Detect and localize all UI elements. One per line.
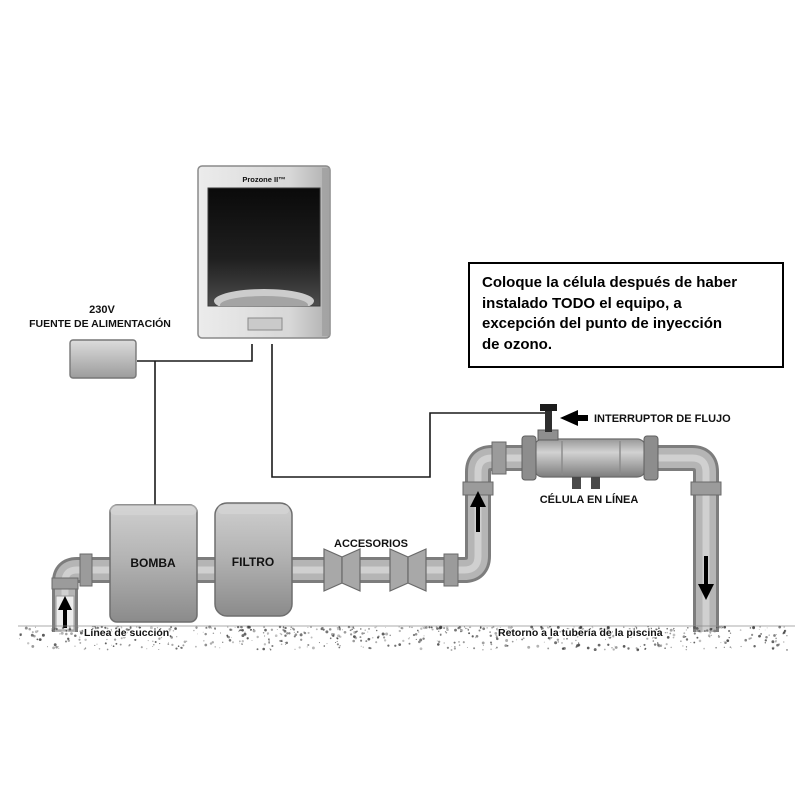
collar-suction xyxy=(51,577,79,590)
collar-right-riser xyxy=(690,481,722,496)
collar-before-riser xyxy=(443,553,459,587)
control-unit: Prozone II™ xyxy=(197,165,331,339)
callout-line-4: de ozono. xyxy=(482,336,552,354)
flow-switch-label: INTERRUPTOR DE FLUJO xyxy=(594,413,731,425)
power-voltage-label: 230V xyxy=(89,304,115,316)
suction-line-label: Línea de succión xyxy=(84,627,169,639)
return-line-label: Retorno a la tubería de la piscina xyxy=(498,627,663,639)
cell-terminal-2 xyxy=(591,477,600,489)
filter-label: FILTRO xyxy=(232,555,274,569)
callout-line-3: excepción del punto de inyección xyxy=(482,315,723,333)
wire-unit-to-flow-switch xyxy=(271,344,547,478)
flow-switch-stem xyxy=(545,409,552,432)
filter-box: FILTRO xyxy=(214,502,293,617)
suction-arrow-up-icon xyxy=(58,596,72,610)
device-brand-label: Prozone II™ xyxy=(242,175,285,184)
pointer-arrow-left-icon xyxy=(560,410,578,426)
cell-end-cap-left xyxy=(521,435,537,481)
union-1-right xyxy=(341,548,361,592)
collar-left-elbow xyxy=(79,553,93,587)
riser-arrow-up-icon xyxy=(470,491,486,507)
power-supply-box: 230V FUENTE DE ALIMENTACIÓN xyxy=(29,304,171,379)
union-2-left xyxy=(389,548,409,592)
cell-label: CÉLULA EN LÍNEA xyxy=(540,493,639,506)
accessories-label: ACCESORIOS xyxy=(334,538,408,550)
union-2-right xyxy=(407,548,427,592)
union-1-left xyxy=(323,548,343,592)
inline-cell xyxy=(521,435,659,489)
cell-terminal-1 xyxy=(572,477,581,489)
cell-end-cap-right xyxy=(643,435,659,481)
return-arrow-down-icon xyxy=(698,584,714,600)
instruction-callout: Coloque la célula después de haber insta… xyxy=(468,262,784,368)
flow-arrows xyxy=(470,491,714,600)
accessory-fittings xyxy=(323,548,427,592)
flow-switch-cap xyxy=(540,404,557,411)
flow-switch xyxy=(537,404,559,441)
suction-stub xyxy=(55,595,75,631)
power-supply-label: FUENTE DE ALIMENTACIÓN xyxy=(29,317,171,330)
flow-switch-pointer xyxy=(560,410,588,426)
ground-texture xyxy=(18,625,788,652)
pipe-collars xyxy=(51,441,722,590)
control-unit-screen xyxy=(207,187,321,307)
wire-unit-to-power xyxy=(137,344,253,362)
collar-top-left xyxy=(491,441,507,475)
control-unit-port xyxy=(247,317,283,331)
power-wires xyxy=(137,344,547,508)
callout-line-1: Coloque la célula después de haber xyxy=(482,274,738,291)
pump-label: BOMBA xyxy=(130,556,176,570)
callout-line-2: instalado TODO el equipo, a xyxy=(482,294,682,312)
pump-box: BOMBA xyxy=(109,504,198,623)
